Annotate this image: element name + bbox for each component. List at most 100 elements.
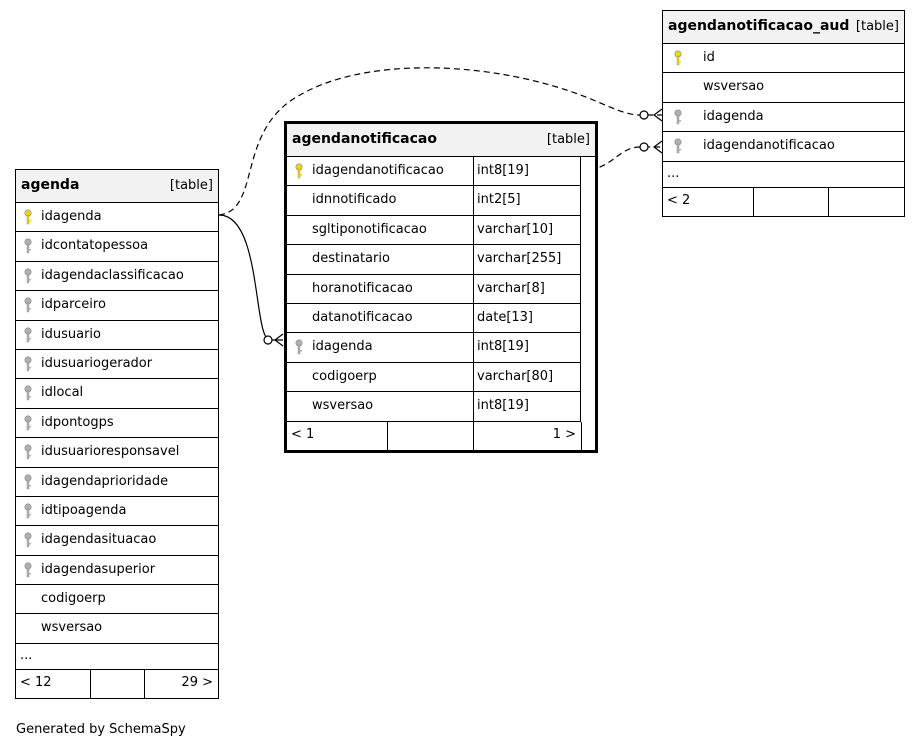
link-agenda-agendanotificacao [218, 214, 283, 341]
ellipsis: ... [16, 644, 218, 670]
primary-key-icon [673, 50, 683, 66]
column-type: varchar[255] [473, 245, 580, 274]
table-agendanotificacao-aud[interactable]: agendanotificacao_aud [table] id wsversao… [662, 10, 905, 217]
foreign-key-icon [23, 327, 33, 343]
foreign-key-icon [673, 138, 683, 154]
foreign-key-icon [23, 268, 33, 284]
column-type: int8[19] [473, 333, 580, 362]
column-name: idtipoagenda [41, 502, 127, 518]
column-row[interactable]: idagenda int8[19] [287, 333, 581, 363]
table-footer: < 2 [663, 187, 904, 216]
parents-count[interactable]: < 1 [291, 426, 315, 442]
foreign-key-icon [23, 503, 33, 519]
link-optional-marker [639, 142, 649, 152]
column-name: idagendanotificacao [312, 163, 444, 178]
column-name: codigoerp [41, 591, 106, 607]
column-type: varchar[10] [473, 215, 580, 245]
ellipsis: ... [663, 162, 904, 188]
column-row[interactable]: idpontogps [16, 409, 218, 439]
column-row[interactable]: idagendaclassificacao [16, 262, 218, 292]
table-header: agendanotificacao_aud [table] [663, 11, 904, 44]
column-row[interactable]: idcontatopessoa [16, 232, 218, 262]
column-row[interactable]: wsversao [663, 73, 904, 103]
foreign-key-icon [23, 356, 33, 372]
children-count[interactable]: 29 > [181, 674, 213, 690]
column-row[interactable]: idagenda [663, 103, 904, 133]
column-list: idagenda idcontatopessoa idagendaclassific… [16, 203, 218, 644]
column-row[interactable]: idusuario [16, 321, 218, 350]
column-name: idnnotificado [312, 192, 397, 208]
column-row[interactable]: idagendanotificacao [663, 132, 904, 162]
foreign-key-icon [673, 109, 683, 125]
parents-count[interactable]: < 2 [667, 192, 691, 208]
table-kind: [table] [855, 19, 899, 34]
column-name: idlocal [41, 385, 84, 401]
foreign-key-icon [23, 238, 33, 254]
table-kind: [table] [169, 178, 213, 193]
link-agenda-aud [218, 67, 662, 216]
column-row[interactable]: idnnotificado int2[5] [287, 186, 581, 216]
column-name: datanotificacao [312, 309, 413, 325]
table-header: agenda [table] [16, 170, 218, 203]
column-row[interactable]: id [663, 44, 904, 74]
column-row[interactable]: wsversao [16, 614, 218, 644]
column-name: idagendasituacao [41, 532, 157, 548]
link-crowfoot-marker [274, 333, 284, 347]
foreign-key-icon [23, 297, 33, 313]
column-row[interactable]: idlocal [16, 379, 218, 409]
column-name: idagenda [41, 209, 102, 224]
column-row[interactable]: idtipoagenda [16, 497, 218, 527]
column-row[interactable]: destinatario varchar[255] [287, 245, 581, 275]
parents-count[interactable]: < 12 [20, 674, 52, 690]
column-name: idagendanotificacao [703, 138, 835, 154]
table-footer: < 1 1 > [287, 421, 582, 450]
column-name: codigoerp [312, 368, 377, 384]
column-row[interactable]: idusuariogerador [16, 350, 218, 380]
table-agendanotificacao[interactable]: agendanotificacao [table] idagendanotifi… [284, 121, 598, 453]
link-agendanotificacao-aud [589, 146, 662, 171]
column-list: id wsversao idagenda idagendanotificacao [663, 44, 904, 162]
foreign-key-icon [23, 415, 33, 431]
column-name: idusuariogerador [41, 355, 153, 371]
column-row[interactable]: idagenda [16, 203, 218, 233]
column-name: idagenda [312, 339, 373, 355]
primary-key-icon [294, 163, 304, 179]
table-footer: < 12 29 > [16, 669, 218, 698]
column-row[interactable]: codigoerp [16, 585, 218, 615]
column-row[interactable]: idagendasituacao [16, 526, 218, 556]
column-row[interactable]: idusuarioresponsavel [16, 438, 218, 468]
primary-key-icon [23, 209, 33, 225]
foreign-key-icon [23, 385, 33, 401]
foreign-key-icon [23, 474, 33, 490]
children-count[interactable]: 1 > [552, 426, 576, 442]
foreign-key-icon [23, 562, 33, 578]
table-kind: [table] [546, 132, 590, 147]
column-name: idagendaclassificacao [41, 267, 184, 283]
generated-by-label: Generated by SchemaSpy [16, 722, 186, 737]
column-name: idusuario [41, 326, 101, 342]
column-name: idparceiro [41, 297, 106, 313]
column-name: horanotificacao [312, 280, 413, 296]
column-name: idusuarioresponsavel [41, 444, 180, 460]
column-row[interactable]: idagendasuperior [16, 556, 218, 586]
column-type: int2[5] [473, 186, 580, 215]
foreign-key-icon [294, 339, 304, 355]
column-name: destinatario [312, 251, 390, 267]
link-optional-marker [639, 110, 649, 120]
column-row[interactable]: idagendaprioridade [16, 468, 218, 497]
column-type: int8[19] [473, 392, 580, 421]
column-name: idagenda [703, 108, 764, 124]
column-row[interactable]: idparceiro [16, 291, 218, 321]
column-name: id [703, 50, 715, 65]
table-name: agendanotificacao [292, 131, 437, 147]
column-name: wsversao [41, 620, 103, 636]
